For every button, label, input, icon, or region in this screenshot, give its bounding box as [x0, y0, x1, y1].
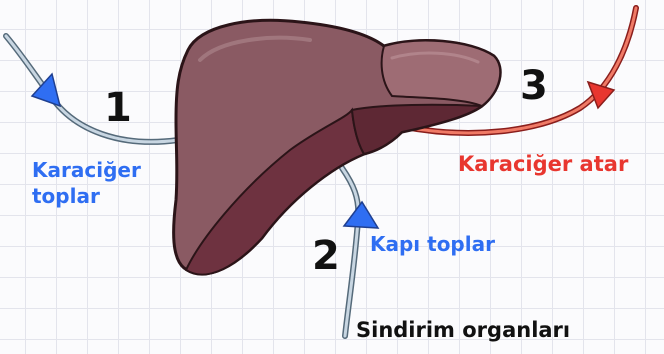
label-karaciger-atar: Karaciğer atar — [458, 154, 628, 175]
hepatic-vein — [6, 36, 178, 142]
number-2: 2 — [312, 236, 340, 276]
arrow-2-icon — [344, 202, 378, 228]
label-kapi-toplar: Kapı toplar — [370, 234, 495, 254]
label-karaciger-toplar-line1: Karaciğer — [32, 160, 141, 180]
label-karaciger-toplar-line2: toplar — [32, 186, 100, 206]
number-1: 1 — [104, 88, 132, 128]
number-3: 3 — [520, 66, 548, 106]
label-sindirim-organlari: Sindirim organları — [356, 320, 570, 341]
